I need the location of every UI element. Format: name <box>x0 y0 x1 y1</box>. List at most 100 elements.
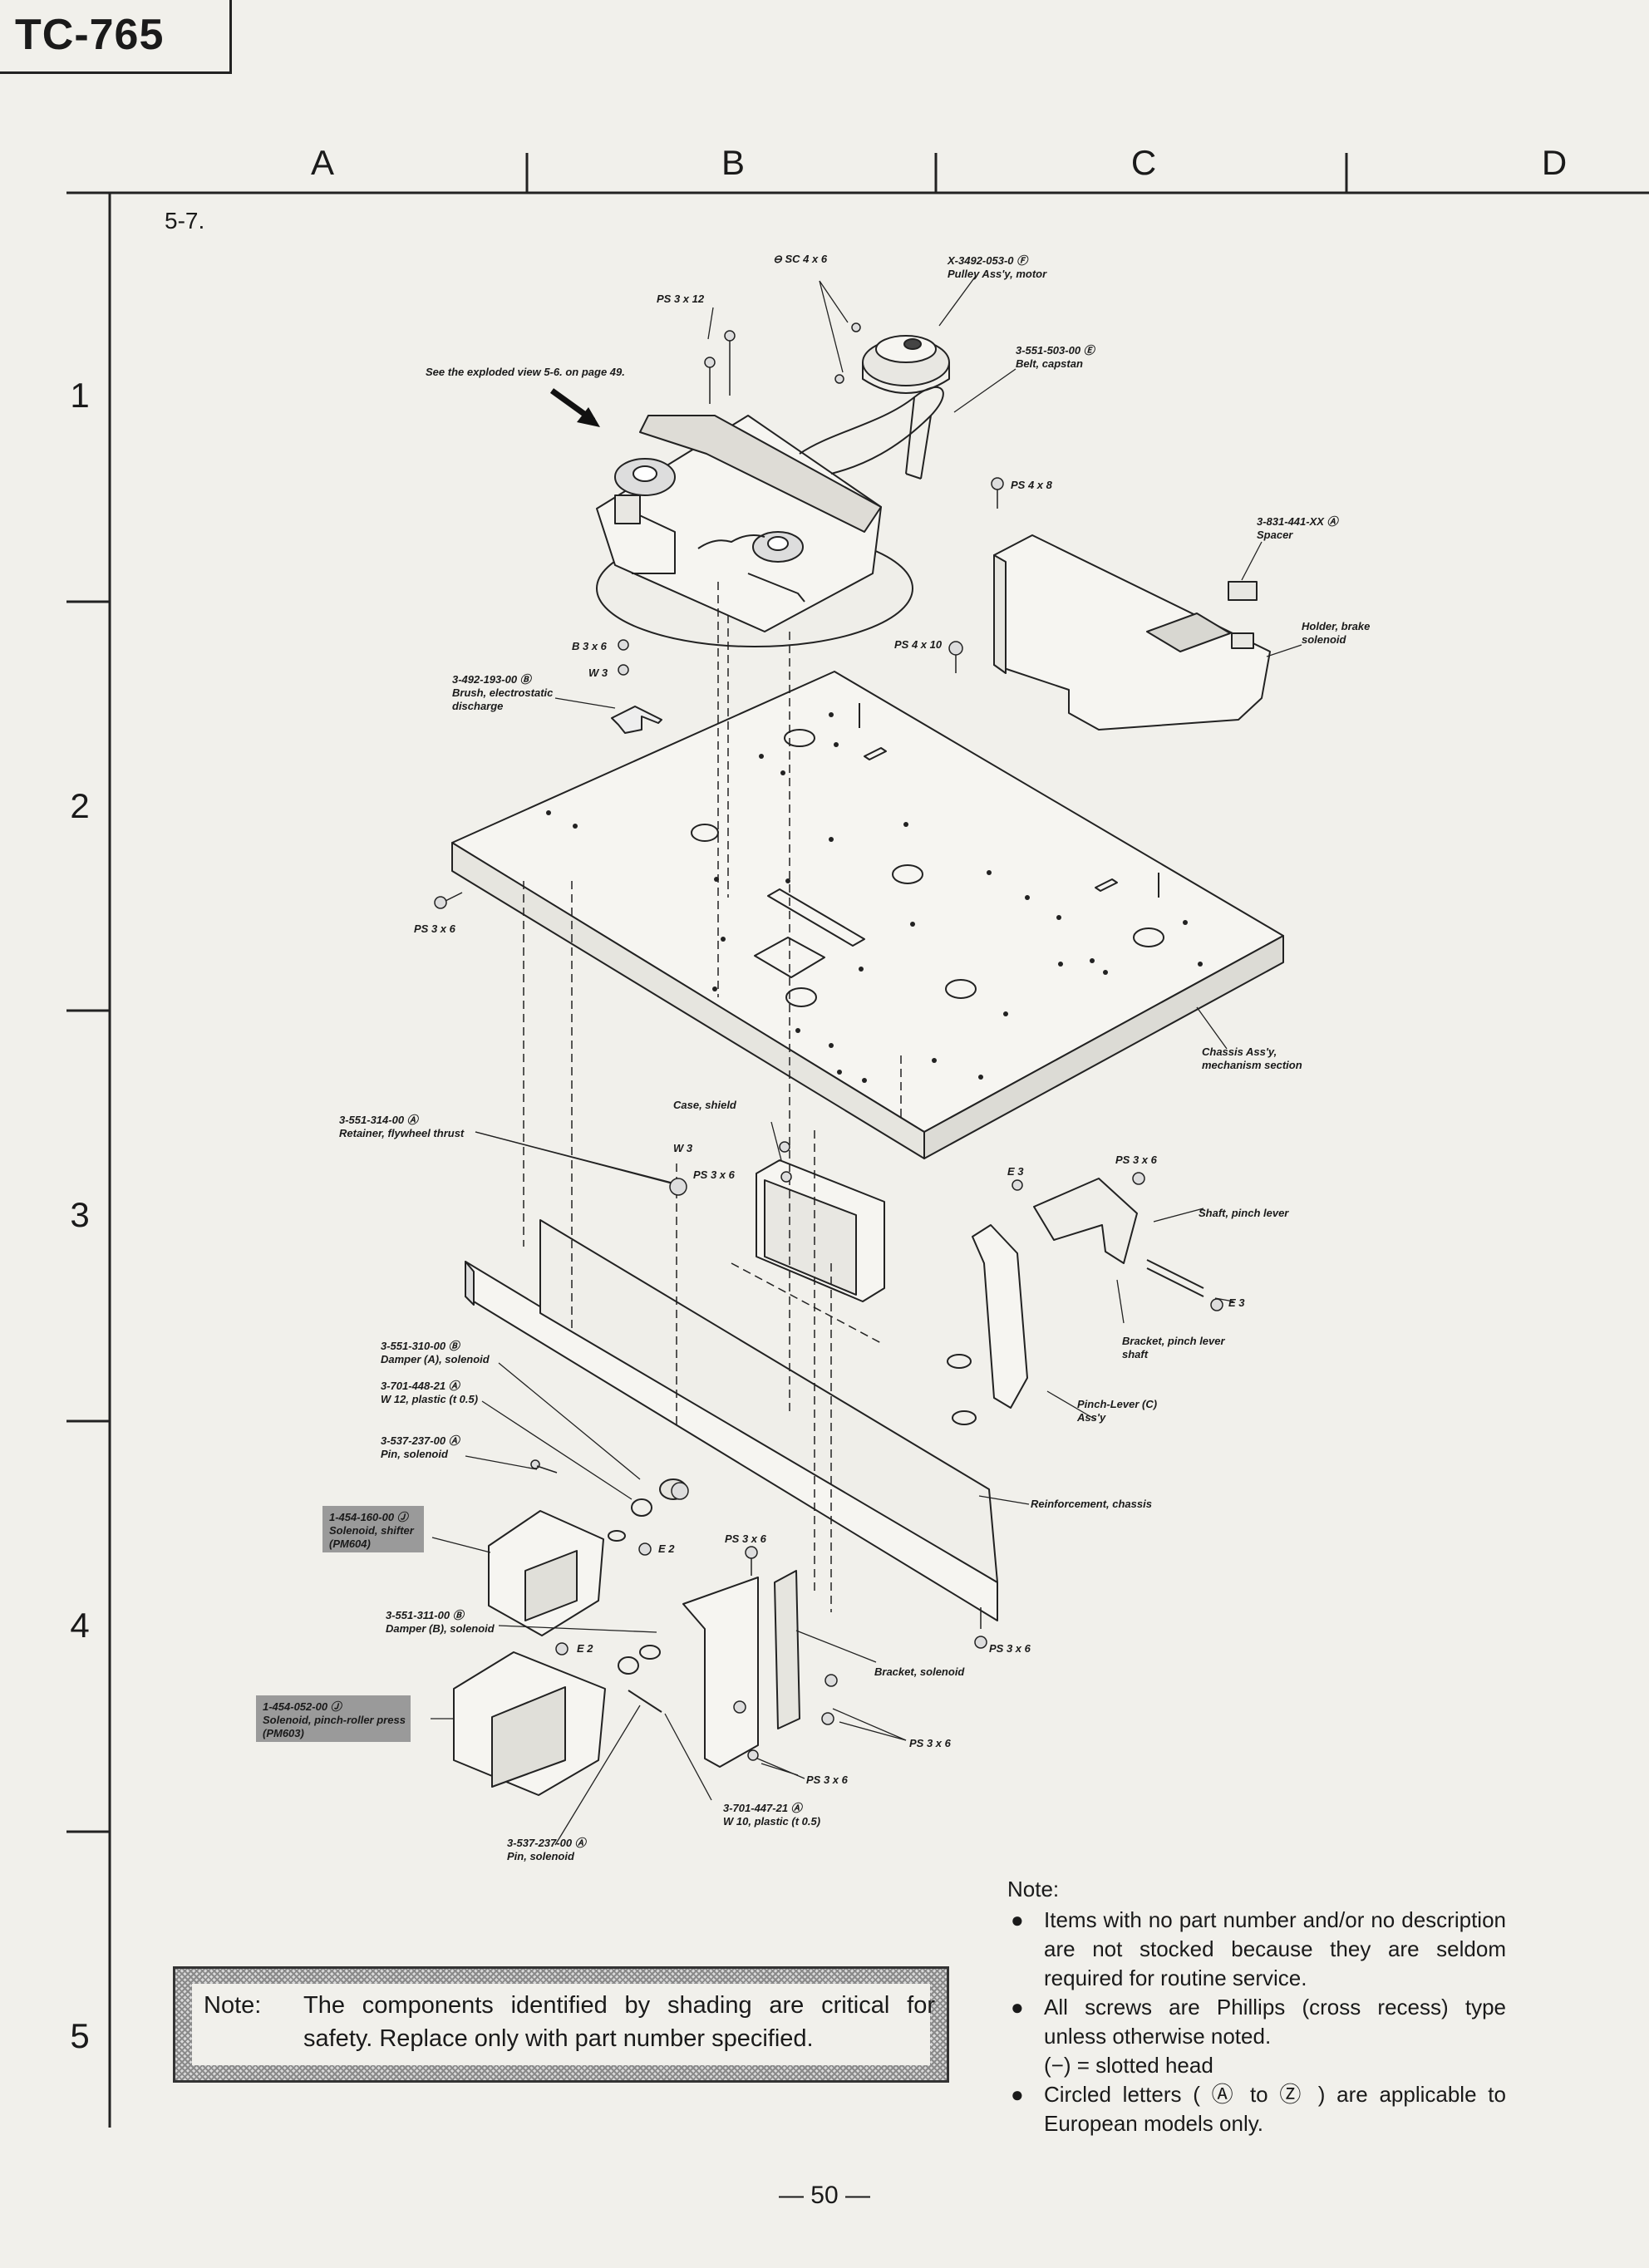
grid-frame <box>66 153 1649 2128</box>
callout-retainer-pn: 3-551-314-00 Ⓐ <box>339 1114 420 1126</box>
brush-electrostatic <box>611 706 662 734</box>
row-label-5: 5 <box>70 2016 90 2055</box>
callout-pin-b-desc: Pin, solenoid <box>507 1850 575 1862</box>
callout-ps4x10: PS 4 x 10 <box>894 638 943 651</box>
safety-note-inner: Note: The components identified by shadi… <box>192 1984 935 2065</box>
callout-sol-shifter-ref: (PM604) <box>329 1537 371 1550</box>
callout-pulley-pn: X-3492-053-0 Ⓕ <box>947 254 1029 267</box>
callout-chassis-desc1: Chassis Ass'y, <box>1202 1045 1277 1058</box>
callout-w12-pn: 3-701-448-21 Ⓐ <box>381 1380 461 1392</box>
callout-spacer-desc: Spacer <box>1257 529 1293 541</box>
callout-e2-a: E 2 <box>658 1542 675 1555</box>
callout-holder-desc2: solenoid <box>1302 633 1347 646</box>
callout-bracket-pinch1: Bracket, pinch lever <box>1122 1335 1225 1347</box>
callout-ps3x6-a: PS 3 x 6 <box>414 922 456 935</box>
callout-retainer-desc: Retainer, flywheel thrust <box>339 1127 465 1139</box>
capstan-belt <box>799 386 944 480</box>
callout-damper-a-pn: 3-551-310-00 Ⓑ <box>381 1340 461 1352</box>
callout-ps3x6-d: PS 3 x 6 <box>725 1532 767 1545</box>
callout-sol-shifter-pn: 1-454-160-00 Ⓙ <box>329 1511 410 1523</box>
solenoid-shifter <box>488 1478 687 1636</box>
note-item: ●All screws are Phillips (cross recess) … <box>1007 1993 1506 2080</box>
callout-bracket-solenoid: Bracket, solenoid <box>874 1665 965 1678</box>
callout-pinch-lever1: Pinch-Lever (C) <box>1077 1398 1157 1410</box>
callout-ps3x6-g: PS 3 x 6 <box>806 1774 849 1786</box>
motor-pulley <box>862 335 950 394</box>
notes-section: Note: ●Items with no part number and/or … <box>1007 1875 1506 2138</box>
column-label-a: A <box>310 143 334 182</box>
chassis-plate <box>451 671 1284 1159</box>
callout-bracket-pinch2: shaft <box>1122 1348 1149 1360</box>
callout-pin-b-pn: 3-537-237-00 Ⓐ <box>507 1837 588 1849</box>
column-label-c: C <box>1130 143 1157 182</box>
reinforcement-chassis <box>465 1219 998 1621</box>
case-shield <box>756 1159 885 1302</box>
leader-lines <box>431 275 1302 1846</box>
row-label-3: 3 <box>70 1195 90 1234</box>
alignment-lines <box>523 582 902 1612</box>
callout-ps3x6-c: PS 3 x 6 <box>1115 1154 1158 1166</box>
callout-e3-b: E 3 <box>1228 1296 1245 1309</box>
row-label-1: 1 <box>70 376 90 415</box>
pinch-lever-assy <box>947 1178 1204 1425</box>
model-title: TC-765 <box>15 11 165 59</box>
callout-e2-b: E 2 <box>577 1642 593 1655</box>
screws <box>434 322 1223 1761</box>
callout-labels: ⊖ SC 4 x 6 X-3492-053-0 Ⓕ Pulley Ass'y, … <box>263 253 1370 1862</box>
callout-brush-desc1: Brush, electrostatic <box>452 686 554 699</box>
note-item: ●Items with no part number and/or no des… <box>1011 1907 1506 1990</box>
callout-brush-pn: 3-492-193-00 Ⓑ <box>452 673 533 686</box>
callout-w10-desc: W 10, plastic (t 0.5) <box>723 1815 820 1828</box>
model-title-box <box>0 0 232 74</box>
callout-pulley-desc: Pulley Ass'y, motor <box>948 268 1047 280</box>
holder-brake-solenoid <box>993 534 1271 731</box>
note-text: Items with no part number and/or no desc… <box>1044 1907 1506 1990</box>
callout-b3x6: B 3 x 6 <box>572 640 608 652</box>
safety-note-text: The components identified by shading are… <box>303 1992 935 2052</box>
callout-w10-pn: 3-701-447-21 Ⓐ <box>723 1802 804 1814</box>
callout-damper-b-desc: Damper (B), solenoid <box>386 1622 495 1635</box>
callout-ps3x6-f: PS 3 x 6 <box>909 1737 952 1749</box>
safety-note-label: Note: <box>204 1992 262 2019</box>
chassis-holes <box>546 712 1203 1083</box>
note-text: Circled letters ( Ⓐ to Ⓩ ) are applicabl… <box>1044 2082 1506 2136</box>
callout-brush-desc2: discharge <box>452 700 503 712</box>
row-label-2: 2 <box>70 786 90 825</box>
solenoid-pinch-roller <box>453 1645 662 1796</box>
column-label-d: D <box>1541 143 1568 182</box>
callout-pinch-lever2: Ass'y <box>1076 1411 1106 1424</box>
row-label-4: 4 <box>70 1606 90 1645</box>
callout-pin-a-desc: Pin, solenoid <box>381 1448 449 1460</box>
callout-spacer-pn: 3-831-441-XX Ⓐ <box>1257 515 1340 528</box>
safety-note-box: Note: The components identified by shadi… <box>173 1966 949 2083</box>
callout-w12-desc: W 12, plastic (t 0.5) <box>381 1393 478 1405</box>
callout-ps3x6-e: PS 3 x 6 <box>989 1642 1031 1655</box>
note-subtext: (−) = slotted head <box>1044 2053 1213 2078</box>
callout-reinforcement: Reinforcement, chassis <box>1031 1498 1152 1510</box>
shaded-box-solenoid-pinch <box>256 1695 411 1742</box>
notes-title: Note: <box>1007 1877 1060 1901</box>
mechanism-subassembly <box>596 415 913 647</box>
section-label: 5-7. <box>165 208 205 234</box>
shaded-box-solenoid-shifter <box>322 1506 424 1552</box>
callout-ps3x6-b: PS 3 x 6 <box>693 1168 736 1181</box>
callout-holder-desc1: Holder, brake <box>1302 620 1370 632</box>
callout-w3-a: W 3 <box>588 667 608 679</box>
callout-belt-desc: Belt, capstan <box>1016 357 1083 370</box>
callout-sol-pinch-desc: Solenoid, pinch-roller press <box>263 1714 406 1726</box>
bracket-solenoid <box>682 1570 800 1768</box>
callout-see-view: See the exploded view 5-6. on page 49. <box>426 366 625 378</box>
column-label-b: B <box>721 143 745 182</box>
notes-list: ●Items with no part number and/or no des… <box>1007 1906 1506 2138</box>
note-item: ●Circled letters ( Ⓐ to Ⓩ ) are applicab… <box>1011 2082 1506 2136</box>
callout-ps4x8: PS 4 x 8 <box>1011 479 1053 491</box>
callout-w3-b: W 3 <box>673 1142 693 1154</box>
callout-shaft: Shaft, pinch lever <box>1199 1207 1289 1219</box>
page-number: — 50 — <box>778 2182 871 2209</box>
callout-pin-a-pn: 3-537-237-00 Ⓐ <box>381 1434 461 1447</box>
callout-belt-pn: 3-551-503-00 Ⓔ <box>1016 344 1096 357</box>
callout-damper-a-desc: Damper (A), solenoid <box>381 1353 490 1365</box>
callout-damper-b-pn: 3-551-311-00 Ⓑ <box>386 1609 465 1621</box>
callout-e3-a: E 3 <box>1007 1165 1024 1178</box>
